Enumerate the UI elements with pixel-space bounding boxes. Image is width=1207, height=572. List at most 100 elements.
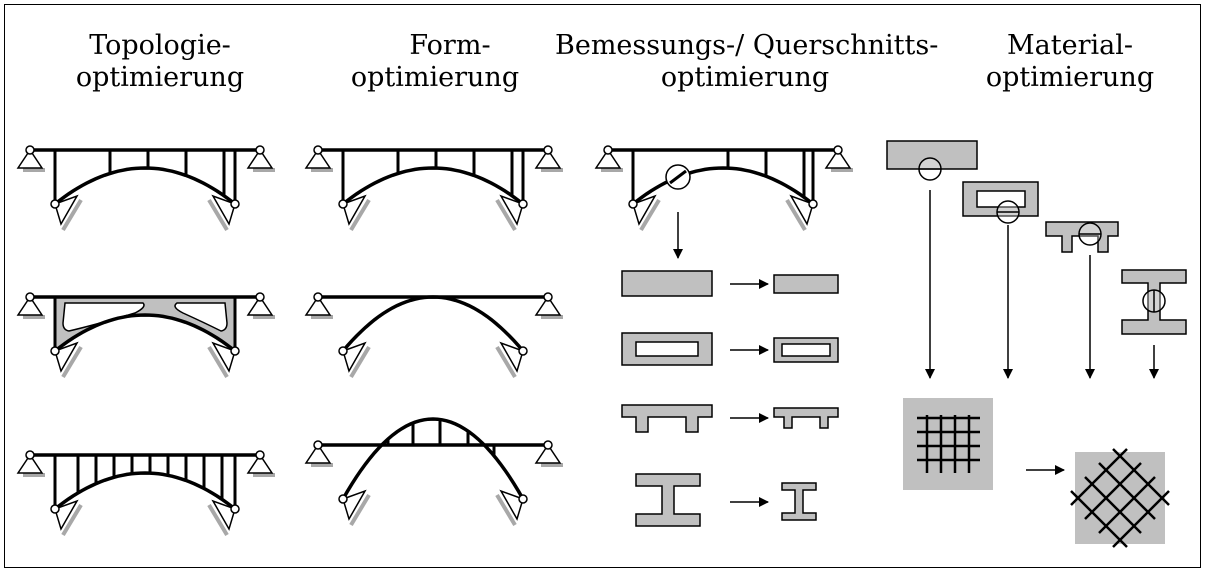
foot-support-triangle: [499, 194, 524, 226]
hinge-circle: [338, 199, 348, 209]
support-shadow: [207, 345, 229, 379]
diagonal-line: [1098, 462, 1156, 520]
section-pi-small: [773, 407, 839, 429]
deck-support-triangle: [246, 295, 274, 316]
bridge-form-2: [304, 292, 563, 379]
hinge-circle: [25, 450, 35, 460]
foot-support-triangle: [211, 499, 236, 531]
hinge-circle: [230, 199, 240, 209]
support-shadow: [495, 198, 517, 232]
deck-support-triangle: [534, 295, 562, 316]
support-shadow: [349, 345, 371, 379]
hinge-circle: [518, 494, 528, 504]
header-topology-line2: optimierung: [75, 62, 245, 93]
header-sizing-line1: Bemessungs-/ Querschnitts-: [555, 30, 939, 61]
foot-support-triangle: [54, 194, 79, 226]
support-shadow: [207, 198, 229, 232]
arch-line: [53, 166, 237, 206]
bridge-topology-3: [16, 450, 275, 537]
hinge-circle: [25, 145, 35, 155]
foot-support-triangle: [54, 499, 79, 531]
support-shadow: [61, 345, 83, 379]
support-shadow: [349, 198, 371, 232]
header-material-line2: optimierung: [985, 62, 1155, 93]
section-marker-line: [669, 169, 687, 185]
bridge-topology-2: [16, 292, 275, 379]
support-shadow: [495, 345, 517, 379]
deck-support-triangle: [304, 443, 332, 464]
hinge-circle: [338, 494, 348, 504]
hinge-circle: [543, 145, 553, 155]
foot-support-triangle: [499, 489, 524, 521]
hinge-circle: [255, 145, 265, 155]
header-form: Form- optimierung: [330, 30, 540, 94]
material-diagonal-box: [1075, 452, 1165, 544]
foot-support-triangle: [499, 341, 524, 373]
foot-support-triangle: [342, 194, 367, 226]
foot-support-triangle: [211, 341, 236, 373]
section-solid-rect-large: [621, 270, 713, 297]
deck-support-triangle: [16, 148, 44, 169]
deck-support-triangle: [246, 453, 274, 474]
hinge-circle: [255, 292, 265, 302]
foot-support-triangle: [342, 341, 367, 373]
deck-support-triangle: [824, 148, 852, 169]
deck-support-triangle: [304, 295, 332, 316]
bridge-form-1: [304, 145, 563, 232]
deck-support-triangle: [16, 453, 44, 474]
section-pi-large: [621, 404, 713, 433]
support-shadow: [495, 493, 517, 527]
material-grid-box: [903, 398, 993, 490]
support-shadow: [785, 198, 807, 232]
header-material-line1: Material-: [1007, 30, 1133, 61]
section-hollow-box-small-inner: [781, 343, 831, 357]
support-shadow: [61, 198, 83, 232]
hinge-circle: [518, 346, 528, 356]
hinge-circle: [255, 450, 265, 460]
section-i-large: [635, 473, 701, 527]
diagonal-line: [1070, 448, 1128, 506]
arch-line: [631, 166, 815, 206]
hinge-circle: [518, 199, 528, 209]
hinge-circle: [50, 504, 60, 514]
support-shadow: [207, 503, 229, 537]
hinge-circle: [833, 145, 843, 155]
bridge-form-3: [304, 417, 563, 527]
support-shadow: [61, 503, 83, 537]
section-solid-rect-small: [773, 274, 839, 294]
header-form-line1: Form-: [409, 30, 491, 61]
material-section-solid: [886, 140, 978, 170]
foot-support-triangle: [342, 489, 367, 521]
section-i-small: [781, 482, 817, 521]
hinge-circle: [230, 346, 240, 356]
hinge-circle: [338, 346, 348, 356]
hinge-circle: [50, 346, 60, 356]
deck-support-triangle: [246, 148, 274, 169]
header-topology: Topologie- optimierung: [60, 30, 260, 94]
arch-line: [53, 313, 237, 353]
arch-line: [53, 471, 237, 511]
hinge-circle: [313, 292, 323, 302]
diagonal-line: [1070, 490, 1128, 548]
foot-support-triangle: [54, 341, 79, 373]
support-shadow: [349, 493, 371, 527]
foot-support-triangle: [632, 194, 657, 226]
hinge-circle: [313, 145, 323, 155]
deck-support-triangle: [304, 148, 332, 169]
diagonal-line: [1084, 476, 1142, 534]
hinge-circle: [808, 199, 818, 209]
hinge-circle: [50, 199, 60, 209]
hinge-circle: [313, 440, 323, 450]
bridge-sizing: [594, 145, 853, 232]
support-shadow: [639, 198, 661, 232]
diagonal-line: [1112, 448, 1170, 506]
diagonal-line: [1112, 490, 1170, 548]
arch-line: [341, 417, 525, 500]
header-topology-line1: Topologie-: [89, 30, 231, 61]
hinge-circle: [230, 504, 240, 514]
header-sizing: Bemessungs-/ Querschnitts- optimierung: [555, 30, 939, 94]
foot-support-triangle: [789, 194, 814, 226]
deck-support-triangle: [594, 148, 622, 169]
